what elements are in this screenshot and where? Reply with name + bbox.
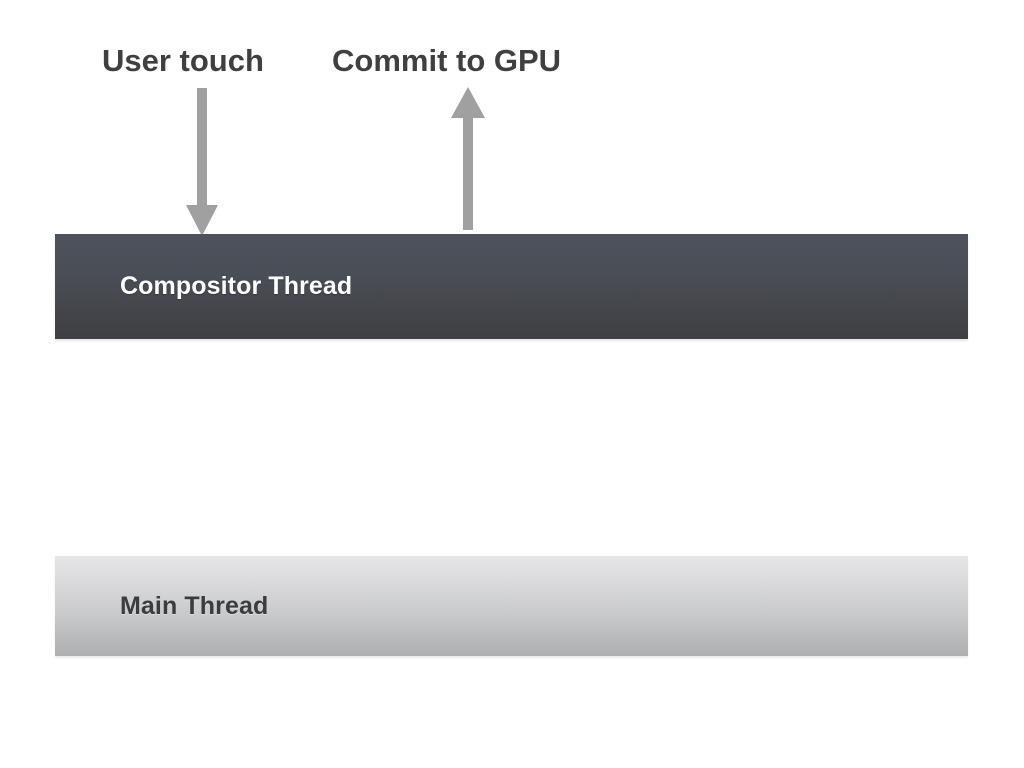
annotation-label-user-touch: User touch xyxy=(102,43,264,78)
main-thread-bar: Main Thread xyxy=(55,556,968,656)
main-thread-label: Main Thread xyxy=(120,591,269,620)
arrow-up-icon xyxy=(451,87,485,230)
compositor-thread-label: Compositor Thread xyxy=(120,272,353,300)
arrow-down-icon xyxy=(186,88,218,236)
compositor-thread-bar: Compositor Thread xyxy=(55,234,968,339)
annotation-label-commit-to-gpu: Commit to GPU xyxy=(332,43,562,78)
